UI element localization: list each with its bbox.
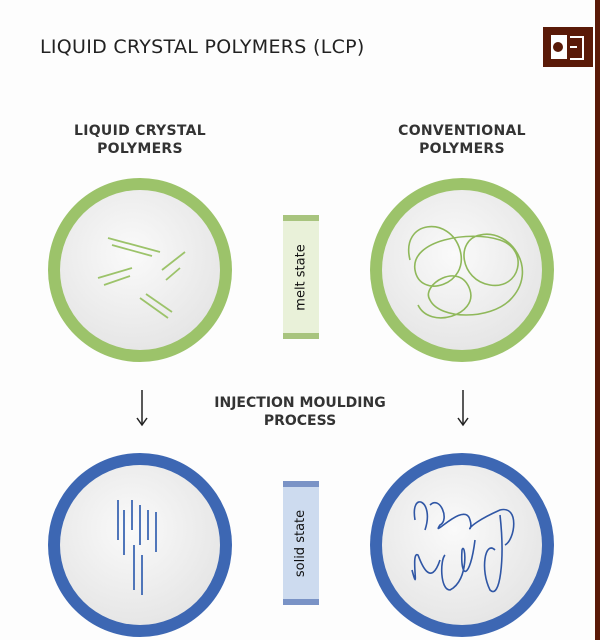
down-arrows <box>136 390 469 427</box>
conventional-solid-circle <box>370 453 554 637</box>
conventional-heading: CONVENTIONAL POLYMERS <box>382 122 542 158</box>
owl-book-logo <box>543 27 593 67</box>
lcp-heading-line: POLYMERS <box>97 141 183 157</box>
conventional-heading-line: POLYMERS <box>419 141 505 157</box>
conventional-heading-line: CONVENTIONAL <box>398 123 526 139</box>
solid-state-text: solid state <box>293 509 309 577</box>
process-label: INJECTION MOULDING PROCESS <box>200 394 400 430</box>
melt-state-label: melt state <box>283 215 319 339</box>
conventional-melt-circle <box>370 178 554 362</box>
process-label-line: INJECTION MOULDING <box>214 395 386 411</box>
lcp-melt-circle <box>48 178 232 362</box>
right-border <box>595 0 600 640</box>
process-label-line: PROCESS <box>263 413 337 429</box>
melt-state-text: melt state <box>293 243 309 311</box>
lcp-heading-line: LIQUID CRYSTAL <box>73 123 207 139</box>
lcp-solid-circle <box>48 453 232 637</box>
lcp-heading: LIQUID CRYSTAL POLYMERS <box>60 122 220 158</box>
page-title: LIQUID CRYSTAL POLYMERS (LCP) <box>40 36 365 58</box>
solid-state-label: solid state <box>283 481 319 605</box>
